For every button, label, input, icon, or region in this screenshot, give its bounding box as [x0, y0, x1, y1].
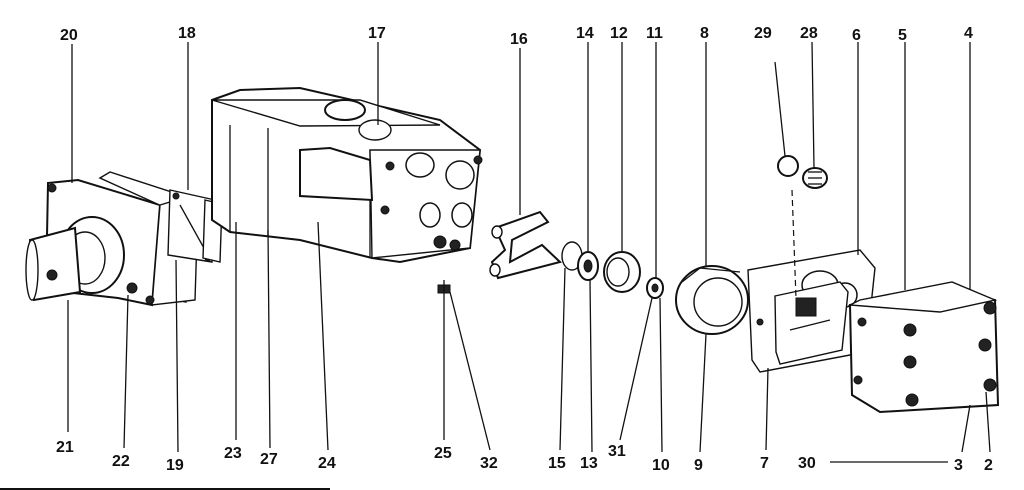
- bearing-cup: [675, 265, 749, 335]
- leader-lines: [67, 41, 991, 463]
- label-6: 6: [852, 27, 861, 44]
- label-8: 8: [700, 25, 709, 42]
- spring-fittings: [777, 155, 828, 189]
- label-2: 2: [984, 457, 993, 474]
- label-19: 19: [166, 457, 184, 474]
- label-21: 21: [56, 439, 74, 456]
- label-18: 18: [178, 25, 196, 42]
- label-10: 10: [652, 457, 670, 474]
- label-30: 30: [798, 455, 816, 472]
- end-housing: [847, 281, 1000, 414]
- label-27: 27: [260, 451, 278, 468]
- part-number-labels: 20 18 17 16 14 12 11 8 29 28 6 5 4 21 22…: [56, 25, 993, 474]
- label-5: 5: [898, 27, 907, 44]
- label-3: 3: [954, 457, 963, 474]
- label-24: 24: [318, 455, 336, 472]
- label-28: 28: [800, 25, 818, 42]
- label-12: 12: [610, 25, 628, 42]
- label-9: 9: [694, 457, 703, 474]
- label-32: 32: [480, 455, 498, 472]
- label-22: 22: [112, 453, 130, 470]
- label-13: 13: [580, 455, 598, 472]
- label-20: 20: [60, 27, 78, 44]
- yoke-fork: [489, 210, 563, 280]
- label-17: 17: [368, 25, 386, 42]
- seal-ring-set: [561, 241, 664, 299]
- label-16: 16: [510, 31, 528, 48]
- inner-mechanism: [774, 281, 849, 365]
- main-housing: [211, 86, 483, 264]
- label-4: 4: [964, 25, 973, 42]
- small-bolt: [437, 280, 451, 300]
- label-25: 25: [434, 445, 452, 462]
- label-14: 14: [576, 25, 594, 42]
- label-11: 11: [646, 25, 663, 42]
- label-31: 31: [608, 443, 626, 460]
- label-15: 15: [548, 455, 566, 472]
- label-29: 29: [754, 25, 772, 42]
- label-7: 7: [760, 455, 769, 472]
- label-23: 23: [224, 445, 242, 462]
